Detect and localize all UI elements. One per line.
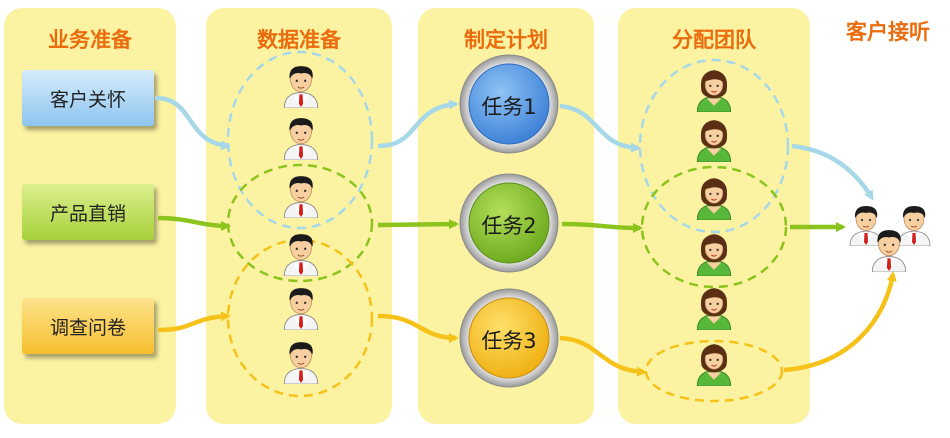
female-avatar-icon	[696, 287, 732, 330]
source-survey: 调查问卷	[22, 298, 154, 354]
task-1-label: 任务1	[481, 95, 537, 119]
arrow-data-to-task2	[377, 219, 459, 230]
arrow-task1-to-team	[559, 103, 641, 153]
data-group-green	[226, 163, 374, 283]
female-avatar-icon	[696, 177, 732, 220]
male-avatar-icon	[283, 287, 319, 330]
column-title-data: 数据准备	[257, 28, 341, 52]
arrow-data-to-task3	[377, 313, 459, 343]
arrow-care-to-data	[154, 95, 231, 151]
male-avatar-icon	[283, 341, 319, 384]
male-avatar-icon	[283, 117, 319, 160]
female-avatar-icon	[696, 233, 732, 276]
task-3-node	[459, 288, 559, 388]
column-title-team: 分配团队	[672, 28, 756, 52]
arrow-data-to-task1	[377, 99, 459, 149]
arrow-task2-to-team	[561, 221, 643, 233]
task-2-node	[459, 173, 559, 273]
customer-group-icon	[849, 205, 931, 272]
male-avatar-icon	[283, 175, 319, 218]
column-title-business: 业务准备	[48, 28, 132, 52]
female-avatar-icon	[696, 69, 732, 112]
male-avatar-icon	[283, 65, 319, 108]
data-group-blue	[226, 50, 374, 230]
task-3-label: 任务3	[481, 329, 537, 353]
source-customer-care: 客户关怀	[22, 70, 154, 126]
source-label: 调查问卷	[49, 316, 126, 339]
team-group-orange	[644, 339, 784, 403]
source-direct-sales: 产品直销	[22, 184, 154, 240]
female-avatar-icon	[696, 343, 732, 386]
team-group-blue	[638, 58, 790, 234]
task-2-label: 任务2	[481, 214, 537, 238]
source-label: 产品直销	[49, 202, 126, 225]
source-label: 客户关怀	[49, 88, 126, 111]
team-group-green	[640, 165, 788, 289]
task-1-node	[459, 54, 559, 154]
arrow-sales-to-data	[157, 215, 231, 231]
female-avatar-icon	[696, 119, 732, 162]
column-title-plan: 制定计划	[464, 28, 548, 52]
column-title-customer: 客户接听	[846, 20, 930, 44]
arrow-task3-to-team	[559, 335, 647, 377]
arrow-team-orange-to-customer	[783, 271, 897, 373]
arrow-survey-to-data	[157, 311, 231, 333]
arrow-team-blue-to-customer	[791, 143, 874, 201]
